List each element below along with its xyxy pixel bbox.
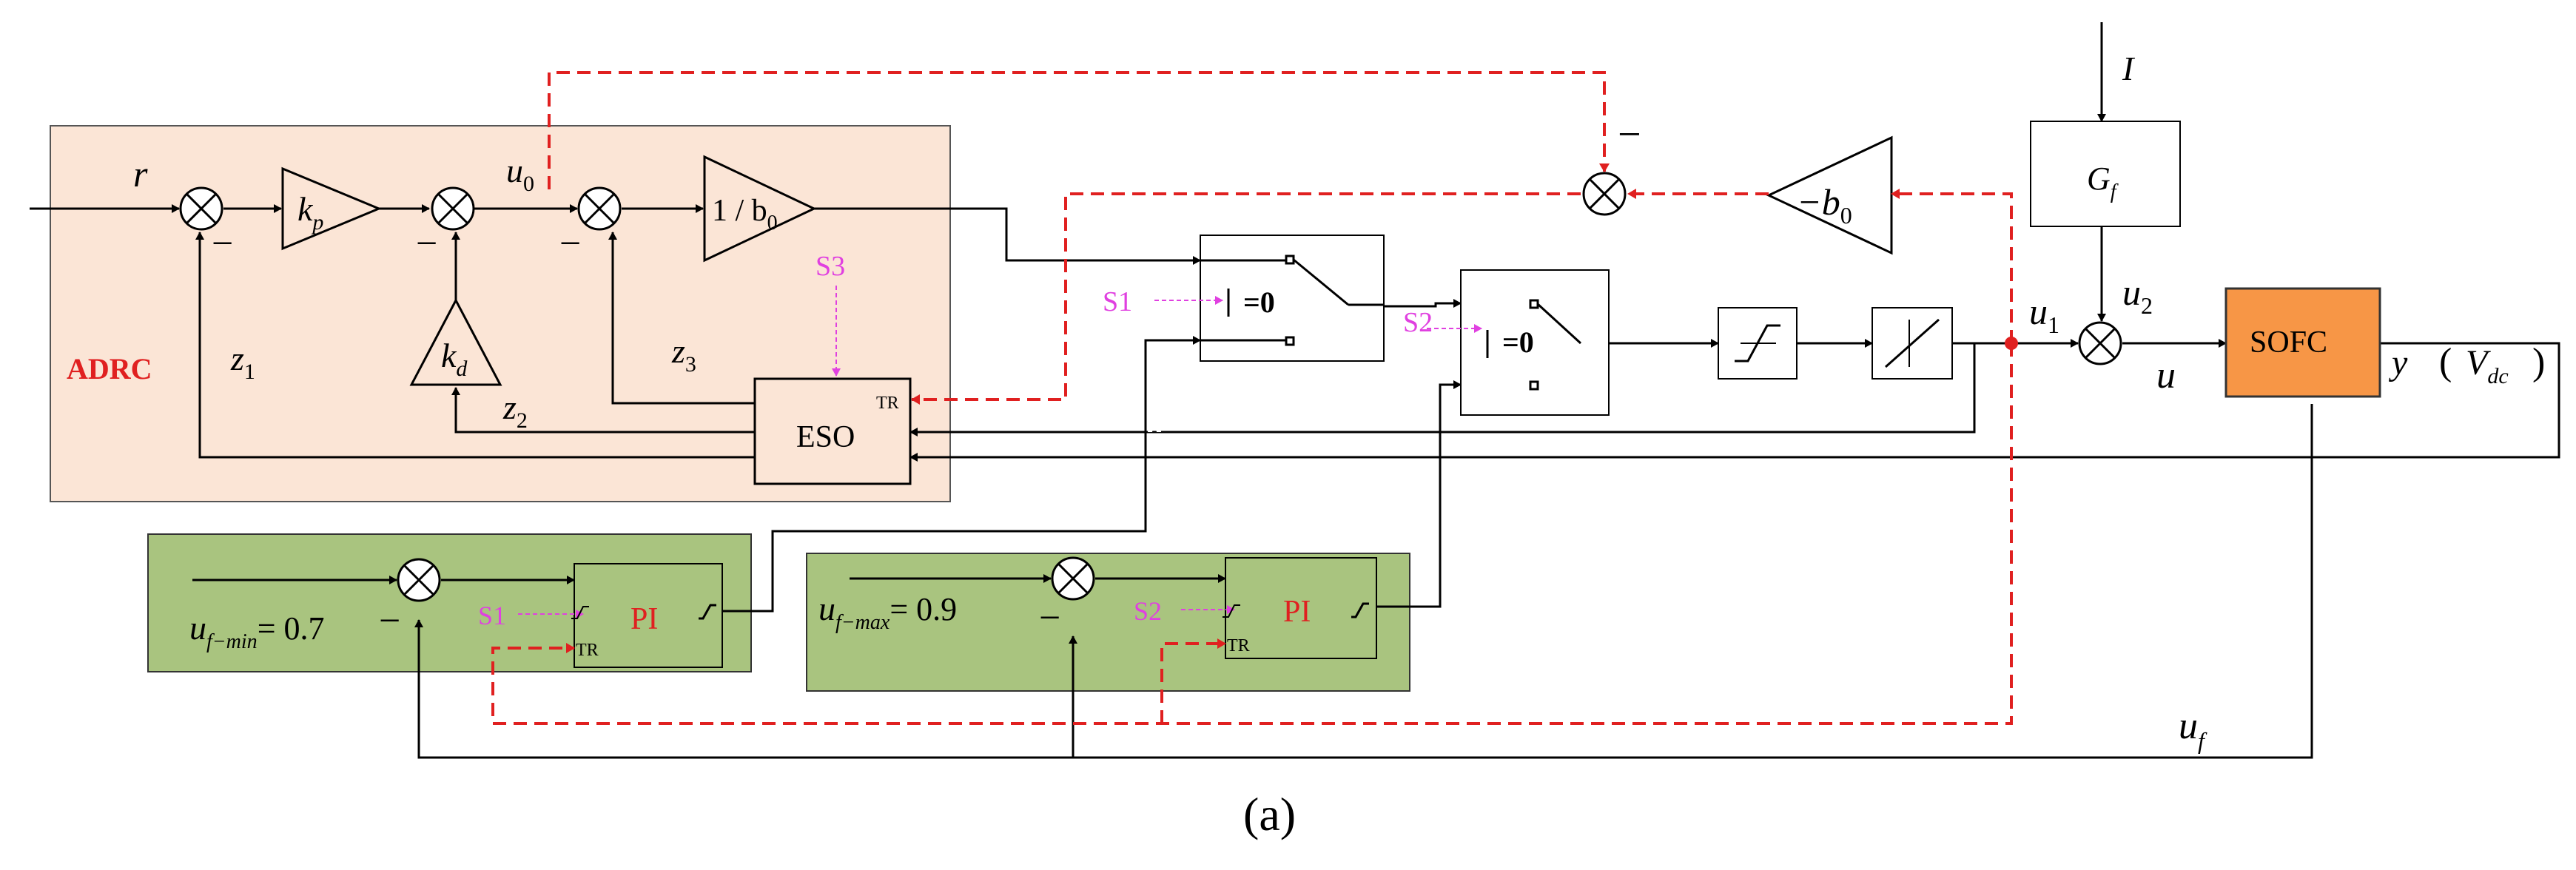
pi-max-panel — [806, 553, 1410, 692]
pi1-label: PI — [630, 602, 658, 636]
pi1-switch-label: S1 — [478, 601, 506, 630]
pi1-tr-label: TR — [576, 641, 599, 660]
inv-b0-gain — [703, 155, 817, 263]
y-label: y — [2388, 343, 2408, 382]
switch2-label: S2 — [1403, 307, 1433, 338]
kd-label: kd — [441, 337, 468, 381]
switch2-zero: =0 — [1502, 326, 1534, 359]
u2-label: u2 — [2122, 272, 2153, 319]
sofc-block — [2224, 287, 2381, 398]
switch1-zero: =0 — [1243, 286, 1275, 319]
u1-junction-dot — [2005, 337, 2018, 350]
current-label: I — [2122, 50, 2136, 87]
pi2-tr-label: TR — [1227, 636, 1250, 655]
kd-gain — [409, 297, 502, 386]
switch1-label: S1 — [1103, 286, 1132, 317]
ufmax-label: uf−max= 0.9 — [818, 590, 957, 634]
figure-caption: (a) — [1243, 788, 1296, 840]
gf-label: Gf — [2087, 161, 2119, 203]
minus-pimin: − — [379, 600, 400, 642]
z3-label: z3 — [671, 332, 696, 377]
pi-min-panel — [147, 533, 752, 672]
u1-label: u1 — [2029, 291, 2059, 338]
minus-z2: − — [416, 223, 437, 265]
vdc-label: Vdc — [2466, 343, 2509, 388]
z1-label: z1 — [230, 340, 255, 384]
minus-z1: − — [212, 223, 233, 265]
eso-block — [753, 377, 912, 485]
adrc-title: ADRC — [67, 352, 152, 385]
neg-b0-label: −b0 — [1797, 181, 1852, 229]
inv-b0-label: 1 / b0 — [712, 194, 778, 235]
minus-pimax: − — [1039, 597, 1060, 639]
kp-gain — [281, 166, 382, 251]
minus-z3: − — [559, 223, 581, 265]
sofc-label: SOFC — [2250, 326, 2327, 360]
pi2-switch-label: S2 — [1134, 596, 1162, 626]
pi2-label: PI — [1283, 595, 1311, 629]
s3-label: S3 — [815, 251, 845, 282]
ufmin-label: uf−min= 0.7 — [189, 609, 325, 653]
u0-label: u0 — [506, 152, 534, 196]
r-label: r — [133, 153, 148, 195]
vdc-open: ( — [2439, 341, 2452, 383]
minus-b0: − — [1618, 112, 1641, 158]
uf-label: uf — [2179, 705, 2207, 754]
eso-label: ESO — [796, 420, 855, 454]
eso-tr-label: TR — [876, 394, 899, 413]
u-label: u — [2156, 354, 2176, 397]
kp-label: kp — [297, 190, 323, 235]
z2-label: z2 — [502, 388, 528, 433]
vdc-close: ) — [2532, 341, 2545, 383]
